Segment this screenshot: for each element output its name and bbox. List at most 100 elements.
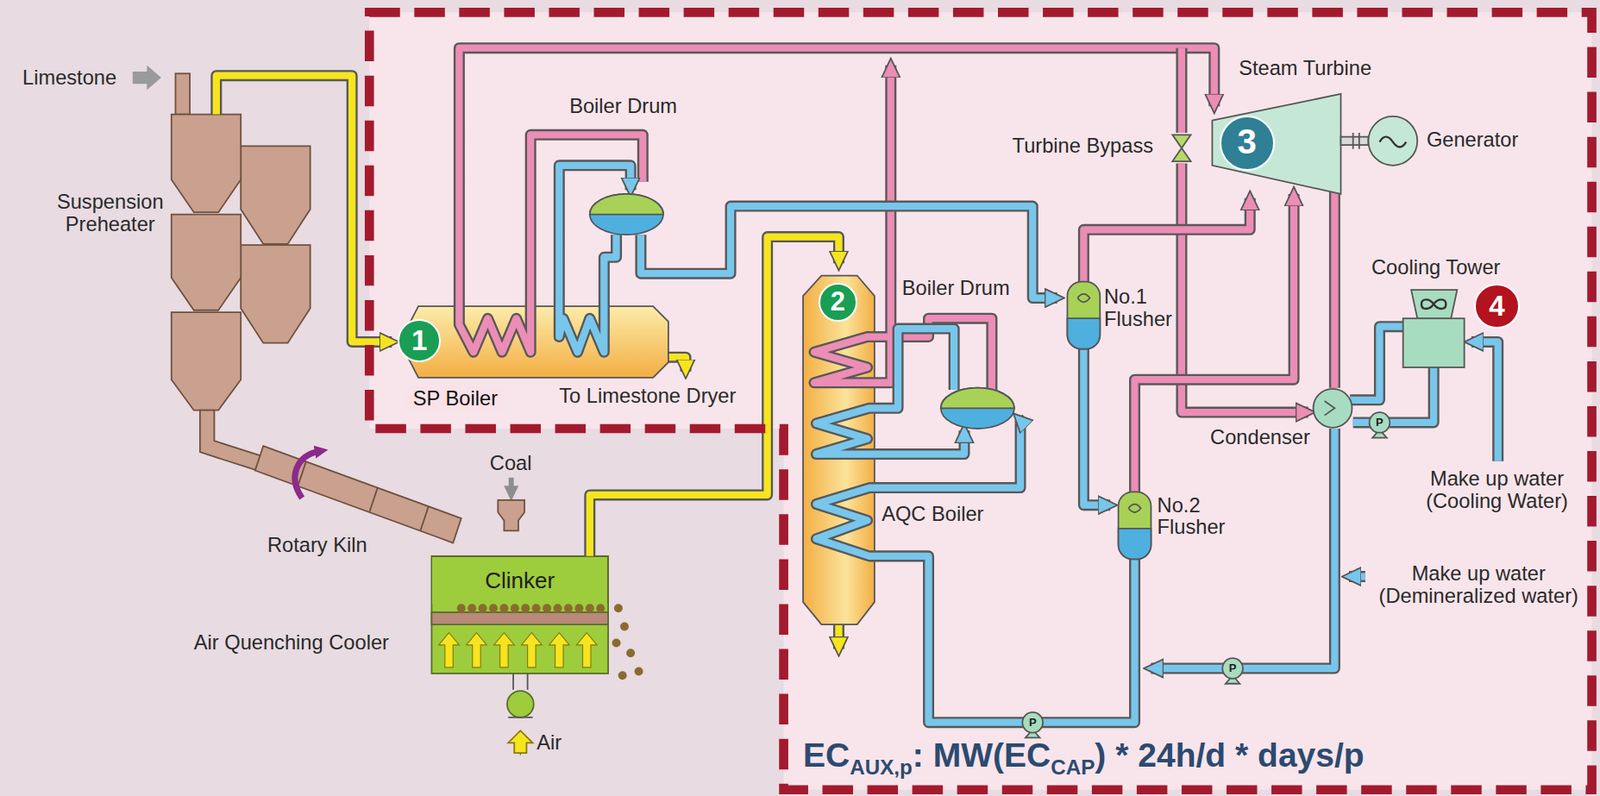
coal-hopper	[497, 477, 525, 532]
suspension-preheater	[240, 244, 310, 344]
equipment-label: Rotary Kiln	[267, 534, 368, 558]
water-pipes	[1471, 341, 1499, 461]
equipment-label: Condenser	[1210, 426, 1311, 450]
equipment-label: No.1 Flusher	[1104, 286, 1176, 331]
condenser	[1313, 389, 1353, 428]
water-pipes	[1471, 341, 1499, 461]
water-pipes	[1353, 367, 1434, 423]
boiler-drum	[941, 388, 1015, 409]
steam-turbine	[1341, 137, 1369, 145]
node-text: SP Boiler	[413, 387, 498, 410]
clinker-dots	[626, 648, 635, 658]
steam-turbine	[1211, 94, 1368, 195]
water-pipes	[1349, 570, 1366, 583]
valve-label: Turbine Bypass	[1012, 135, 1154, 158]
boiler-drum	[941, 388, 1015, 429]
node-text: Clinker	[484, 568, 555, 594]
flusher	[1128, 504, 1141, 513]
material-label: Limestone	[22, 67, 117, 90]
air-quenching-cooler	[431, 556, 643, 756]
turbine-bypass-valve	[1172, 134, 1191, 162]
suspension-preheater	[171, 312, 241, 411]
flow-label: To Limestone Dryer	[558, 385, 736, 408]
background	[369, 12, 1592, 790]
callout-number: 2	[818, 282, 858, 322]
equipment-label: Cooling Tower	[1371, 257, 1500, 280]
clinker-dots	[542, 603, 552, 613]
pump	[1022, 412, 1390, 738]
water-pipes	[1349, 326, 1404, 401]
pump	[1022, 712, 1043, 734]
steam-pipes	[458, 48, 1214, 353]
steam-pipes	[1175, 48, 1187, 133]
rotary-kiln	[255, 445, 462, 543]
suspension-preheater	[171, 214, 241, 311]
cooling-tower	[1411, 289, 1457, 319]
clinker-dots	[520, 603, 530, 613]
air-arrows	[548, 633, 570, 668]
generator	[1367, 116, 1418, 166]
cooling-tower	[1421, 299, 1446, 309]
boiler-drum	[589, 194, 664, 235]
cooling-tower	[1403, 289, 1465, 368]
air-quenching-cooler	[508, 730, 533, 753]
node-text: 1	[411, 325, 427, 357]
callout-number: 1	[397, 319, 441, 363]
water-pipes	[815, 328, 965, 455]
formula-text: EC	[803, 736, 850, 774]
flusher	[1066, 282, 1100, 350]
air-arrows	[521, 633, 543, 668]
clinker-dots	[618, 671, 628, 680]
equipment-label: Steam Turbine	[1238, 57, 1372, 81]
gas-ducts	[833, 624, 845, 649]
clinker-dots	[614, 603, 623, 613]
equipment-label: AQC Boiler	[881, 503, 984, 527]
water-pipes	[1349, 572, 1366, 580]
generator	[1379, 137, 1406, 148]
clinker-dots	[499, 603, 509, 613]
formula-subscript: AUX,p	[849, 755, 913, 779]
gas-ducts	[834, 624, 842, 649]
suspension-preheater	[171, 73, 311, 471]
rotary-kiln	[255, 445, 462, 543]
water-pipes	[815, 328, 965, 455]
water-pipes	[1150, 428, 1335, 669]
suspension-preheater	[175, 73, 190, 114]
material-label: Coal	[489, 452, 533, 476]
suspension-preheater	[200, 410, 266, 472]
steam-turbine	[1353, 132, 1360, 150]
clinker-dots	[564, 603, 573, 613]
generator	[1367, 116, 1418, 166]
clinker-dots	[467, 603, 477, 613]
clinker-dots	[457, 603, 466, 613]
formula-text: : MW(EC	[912, 736, 1051, 774]
equipment-label: No.2 Flusher	[1157, 495, 1235, 540]
water-pipes	[1083, 349, 1111, 506]
turbine-bypass-valve	[1172, 134, 1191, 162]
steam-turbine	[1211, 94, 1341, 195]
equipment-label: Generator	[1426, 129, 1519, 152]
flusher	[1118, 491, 1152, 559]
air-quenching-cooler	[431, 556, 609, 674]
air-quenching-cooler	[513, 673, 528, 691]
rotary-kiln	[420, 506, 428, 531]
air-arrows	[466, 633, 488, 668]
suspension-preheater	[171, 114, 241, 214]
water-pipes	[558, 165, 631, 352]
air-arrows	[439, 633, 597, 668]
steam-pipes	[1330, 188, 1338, 389]
condenser	[1313, 389, 1353, 428]
flusher	[1118, 528, 1152, 559]
clinker-dots	[620, 622, 629, 632]
clinker-dots	[574, 603, 584, 613]
equipment-label: Boiler Drum	[569, 95, 678, 119]
pump	[1369, 412, 1391, 433]
node-text: 4	[1488, 290, 1505, 322]
cooler-clinker-bed: Clinker	[431, 556, 609, 605]
equipment-label: Air Quenching Cooler	[194, 632, 390, 655]
water-pipes	[558, 165, 1498, 723]
